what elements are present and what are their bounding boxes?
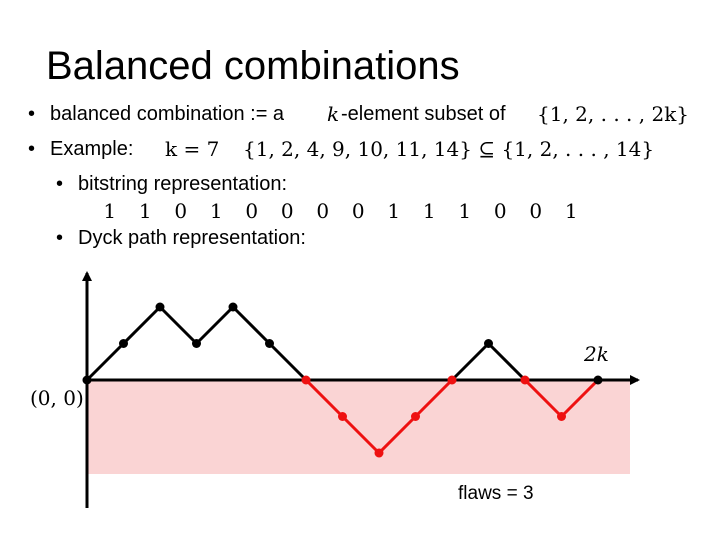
bit: 0 xyxy=(245,199,259,223)
path-vertex xyxy=(82,375,92,385)
bit: 0 xyxy=(351,199,365,223)
bullet-dot: • xyxy=(56,227,64,249)
path-step xyxy=(268,342,308,382)
bit: 1 xyxy=(138,199,152,223)
path-step-flaw xyxy=(304,378,344,418)
definition-text: balanced combination := a xyxy=(50,103,285,125)
bit: 1 xyxy=(564,199,578,223)
example-subset: {1, 2, 4, 9, 10, 11, 14} ⊆ {1, 2, . . . … xyxy=(243,137,655,161)
bit: 0 xyxy=(529,199,543,223)
path-step xyxy=(231,305,271,345)
bullet-example: • Example: xyxy=(28,136,133,162)
path-step-flaw xyxy=(560,378,600,418)
end-label: 2k xyxy=(584,342,609,366)
bit: 1 xyxy=(209,199,223,223)
definition-text-2: -element subset of xyxy=(341,103,506,125)
bullet-dot: • xyxy=(28,103,36,125)
path-step-flaw xyxy=(414,378,454,418)
bit: 1 xyxy=(422,199,436,223)
path-vertex xyxy=(484,339,493,348)
path-vertex xyxy=(338,412,347,421)
path-vertex xyxy=(411,412,420,421)
bit: 0 xyxy=(280,199,294,223)
example-k-value: k = 7 xyxy=(165,137,220,161)
path-step-flaw xyxy=(341,415,381,455)
path-step xyxy=(85,342,125,382)
bit: 1 xyxy=(103,199,117,223)
path-step-flaw xyxy=(377,415,417,455)
definition-set: {1, 2, . . . , 2k} xyxy=(537,102,690,126)
origin-label: (0, 0) xyxy=(30,386,84,410)
path-step xyxy=(122,305,162,345)
bitstring-label: bitstring representation: xyxy=(78,173,288,195)
path-vertex xyxy=(192,339,201,348)
path-vertex xyxy=(119,339,128,348)
bit: 0 xyxy=(493,199,507,223)
bit: 1 xyxy=(387,199,401,223)
bullet-definition: • balanced combination := a xyxy=(28,101,284,127)
page-title: Balanced combinations xyxy=(46,44,460,88)
path-step xyxy=(487,342,527,382)
bullet-dyck: • Dyck path representation: xyxy=(56,225,306,251)
path-vertex xyxy=(447,375,457,385)
bullet-dot: • xyxy=(28,138,36,160)
path-step xyxy=(158,305,198,345)
flaws-label: flaws = 3 xyxy=(458,483,534,504)
example-label: Example: xyxy=(50,138,134,160)
path-vertex xyxy=(520,375,530,385)
path-vertex xyxy=(155,302,165,312)
path-step-flaw xyxy=(523,378,563,418)
bit: 1 xyxy=(458,199,472,223)
path-step xyxy=(450,342,490,382)
path-vertex xyxy=(557,412,566,421)
path-vertex xyxy=(228,302,238,312)
bullet-bitstring: • bitstring representation: xyxy=(56,171,287,197)
path-step xyxy=(195,305,235,345)
definition-var-k: k xyxy=(327,102,340,126)
bit: 0 xyxy=(174,199,188,223)
bullet-dot: • xyxy=(56,173,64,195)
path-vertex xyxy=(593,375,603,385)
path-vertex xyxy=(301,375,311,385)
path-vertex xyxy=(265,339,274,348)
path-vertex xyxy=(374,448,384,458)
bit: 0 xyxy=(316,199,330,223)
dyck-label: Dyck path representation: xyxy=(78,227,306,249)
below-axis-region xyxy=(87,380,630,474)
